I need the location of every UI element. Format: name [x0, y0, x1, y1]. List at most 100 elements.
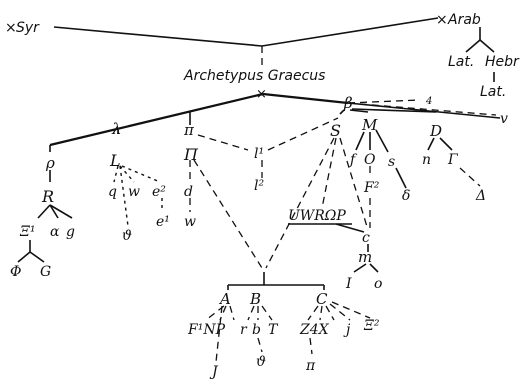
- node-lat-hebr: Lat.: [480, 84, 506, 100]
- node-q: q: [108, 184, 117, 200]
- node-n: n: [422, 152, 431, 168]
- node-labels: × Syr × Arab Lat. Hebr Lat. Archetypus G…: [5, 12, 520, 380]
- node-l2: l²: [254, 178, 264, 194]
- node-pi: π: [183, 121, 195, 139]
- node-rho: ρ: [45, 154, 55, 172]
- node-G: G: [40, 264, 51, 280]
- node-F2: F²: [363, 180, 380, 196]
- node-f: f: [349, 152, 358, 168]
- node-m: m: [358, 248, 372, 266]
- edge-UWR-c: [335, 223, 365, 233]
- node-l1: l¹: [254, 146, 264, 162]
- edge-arch-beta: [262, 92, 349, 105]
- edge-A-P: [229, 305, 235, 321]
- node-e1: e¹: [156, 214, 170, 230]
- edge-beta-4: [347, 99, 421, 104]
- edge-beta-v-dashed: [347, 102, 497, 116]
- edge-B-r: [247, 305, 255, 321]
- edge-B-T: [261, 305, 273, 321]
- edge-M-s: [375, 129, 389, 153]
- node-pi-bottom: π: [305, 358, 316, 374]
- edge-Pi-gamma: [193, 159, 263, 269]
- cross-syr-label: ×: [5, 20, 17, 36]
- node-D: D: [429, 122, 442, 140]
- node-4-label: 4: [425, 96, 432, 107]
- node-A: A: [218, 290, 231, 308]
- edge-C-X: [325, 305, 335, 321]
- edge-apex-arab: [261, 17, 439, 47]
- edge-sigma-gamma: [265, 137, 335, 269]
- node-Xi1: Ξ¹: [19, 224, 35, 240]
- node-T: T: [268, 322, 279, 338]
- edge-l1-sigma: [267, 117, 339, 151]
- node-theta: ϑ: [122, 228, 132, 244]
- edge-C-Z: [307, 305, 319, 321]
- edge-pi-l1: [197, 134, 249, 151]
- edge-arab-lat: [465, 39, 481, 53]
- node-v: v: [500, 111, 508, 127]
- node-Gamma: Γ: [447, 152, 459, 168]
- edge-D-gamma: [439, 137, 453, 151]
- node-J: J: [209, 364, 219, 380]
- node-Phi: Φ: [10, 264, 21, 280]
- edge-sigma-c: [339, 137, 369, 231]
- edge-R-g: [49, 204, 73, 219]
- edge-arch-lambda-main: [49, 92, 264, 147]
- node-e2: e²: [152, 184, 166, 200]
- node-O: O: [364, 152, 376, 168]
- node-sigma: S: [330, 121, 341, 140]
- edge-D-n: [427, 137, 435, 151]
- node-R: R: [41, 187, 54, 206]
- cross-arab-label: ×: [436, 12, 448, 28]
- edge-xi-phi: [17, 251, 31, 263]
- edge-L-theta: [119, 165, 129, 227]
- node-I: I: [345, 276, 352, 292]
- edge-M-f: [355, 131, 365, 151]
- edge-L-e2: [121, 165, 161, 183]
- edge-A-N: [219, 305, 227, 321]
- node-lat-arab: Lat.: [448, 54, 474, 70]
- edge-beta-D: [351, 108, 437, 113]
- edge-A-J: [215, 305, 223, 363]
- node-g: g: [66, 224, 75, 240]
- node-j: j: [343, 322, 351, 338]
- node-UWRSP: UWRΩP: [288, 208, 346, 224]
- edge-L-q: [113, 165, 119, 183]
- node-r: r: [240, 322, 248, 338]
- node-archetypus: Archetypus Graecus: [183, 68, 325, 84]
- node-d: d: [184, 184, 193, 200]
- edge-sigma-UWR: [321, 137, 337, 209]
- node-arab: Arab: [447, 12, 481, 28]
- edge-beta-M: [349, 109, 369, 113]
- edge-b-theta: [257, 337, 263, 353]
- edge-A-F1: [205, 305, 225, 321]
- node-Pi: Π: [183, 145, 199, 164]
- edge-xi-G: [29, 251, 45, 263]
- node-o: o: [374, 276, 382, 292]
- node-lambda: λ: [111, 120, 122, 138]
- node-B: B: [249, 290, 261, 308]
- node-Xi2: Ξ²: [363, 318, 380, 334]
- node-c: c: [362, 230, 370, 246]
- node-syr: Syr: [16, 20, 40, 36]
- edge-R-xi: [37, 204, 51, 219]
- node-Z4X: Z4X: [299, 322, 330, 338]
- edge-s-delta: [395, 167, 407, 189]
- edge-R-alpha: [49, 204, 59, 219]
- edge-m-I: [353, 263, 367, 273]
- node-hebr: Hebr: [485, 54, 520, 70]
- edge-syr-apex: [53, 26, 263, 47]
- node-vartheta: ϑ: [256, 354, 266, 370]
- node-F1NP: F¹NP: [187, 322, 226, 338]
- node-delta: δ: [402, 188, 410, 204]
- edge-gamma-delta: [459, 167, 481, 187]
- edge-arab-hebr: [479, 39, 495, 53]
- node-Delta: Δ: [475, 188, 486, 204]
- cross-archetypus: ×: [256, 87, 267, 102]
- node-L: L: [109, 151, 121, 170]
- node-w: w: [128, 184, 140, 200]
- edge-C-j: [329, 303, 351, 321]
- node-b: b: [252, 322, 261, 338]
- node-C: C: [316, 290, 328, 308]
- node-beta: β: [343, 94, 353, 112]
